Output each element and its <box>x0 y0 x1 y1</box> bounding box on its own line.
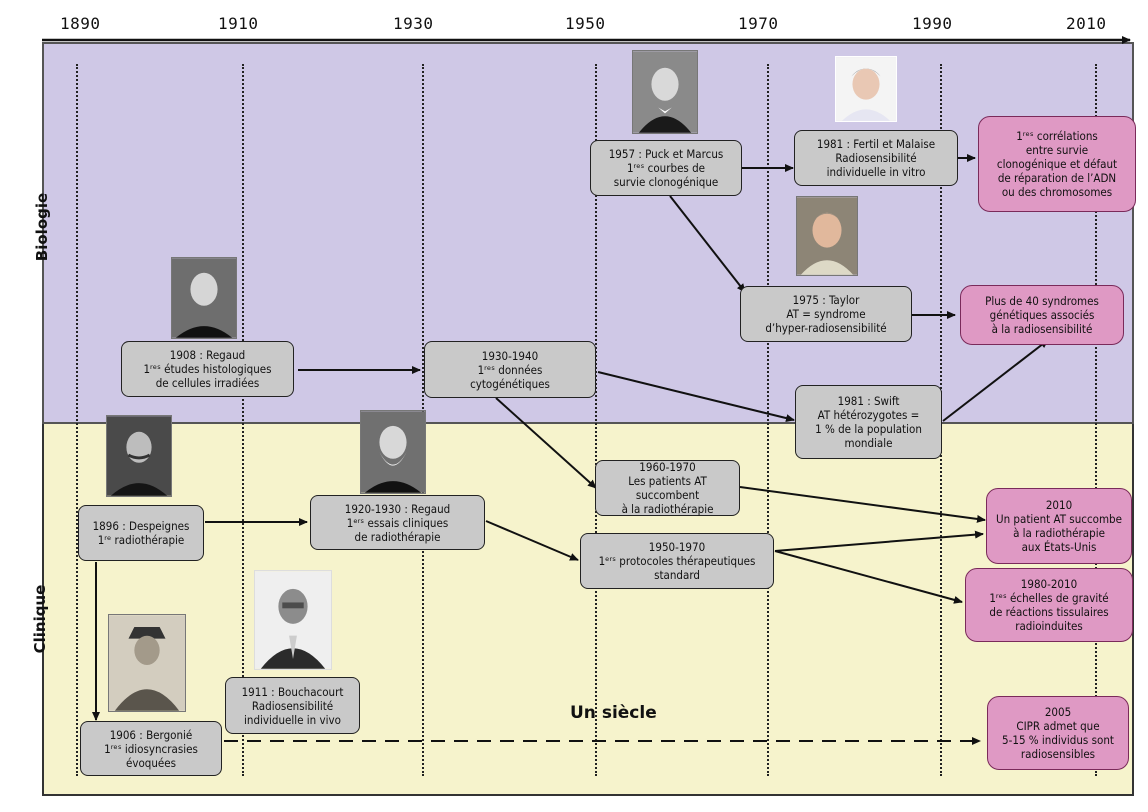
box-line: Plus de 40 syndromes <box>985 294 1099 308</box>
gridline-1910 <box>242 64 244 776</box>
box-line: Un patient AT succombe <box>996 512 1122 526</box>
event-echelles-1980: 1980-2010 1ʳᵉˢ échelles de gravité de ré… <box>965 568 1133 642</box>
event-fertil-malaise-1981: 1981 : Fertil et Malaise Radiosensibilit… <box>794 130 958 186</box>
box-line: 1ʳᵉˢ échelles de gravité <box>989 591 1109 605</box>
axis-year-1970: 1970 <box>738 14 779 33</box>
box-line: 1930-1940 <box>481 348 539 363</box>
box-line: cytogénétiques <box>470 376 550 391</box>
portrait-despeignes-photo <box>106 415 172 497</box>
box-line: 1920-1930 : Regaud <box>344 501 451 516</box>
box-line: 1896 : Despeignes <box>92 519 190 533</box>
box-line: mondiale <box>844 436 893 450</box>
box-line: 2005 <box>1044 705 1072 719</box>
box-line: individuelle in vivo <box>244 712 341 727</box>
box-line: à la radiosensibilité <box>991 322 1093 336</box>
portrait-bergonie-photo <box>108 614 186 712</box>
box-line: 1975 : Taylor <box>792 293 860 307</box>
event-puck-marcus-1957: 1957 : Puck et Marcus 1ʳᵉˢ courbes de su… <box>590 140 742 196</box>
box-line: génétiques associés <box>989 308 1095 322</box>
box-line: ou des chromosomes <box>1001 185 1113 199</box>
box-line: 2010 <box>1045 498 1073 512</box>
center-label: Un siècle <box>570 703 657 723</box>
gridline-1890 <box>76 64 78 776</box>
event-protocoles-1950: 1950-1970 1ᵉʳˢ protocoles thérapeutiques… <box>580 533 774 589</box>
box-line: 1950-1970 <box>648 540 706 554</box>
box-line: 1ᵉʳˢ essais cliniques <box>346 515 449 530</box>
box-line: survie clonogénique <box>613 175 719 189</box>
box-line: individuelle in vitro <box>826 165 926 179</box>
event-bergonie-1906: 1906 : Bergonié 1ʳᵉˢ idiosyncrasies évoq… <box>80 721 222 776</box>
box-line: standard <box>654 568 700 582</box>
event-bouchacourt-1911: 1911 : Bouchacourt Radiosensibilité indi… <box>225 677 360 734</box>
box-line: Les patients AT succombent <box>628 474 707 502</box>
box-line: 1957 : Puck et Marcus <box>608 147 724 161</box>
gridline-1970 <box>767 64 769 776</box>
box-line: 1981 : Fertil et Malaise <box>816 137 936 151</box>
box-line: d’hyper-radiosensibilité <box>765 321 887 335</box>
box-line: 1960-1970 <box>639 460 696 474</box>
box-line: 1ʳᵉˢ corrélations <box>1016 129 1098 143</box>
clinic-band <box>42 414 1134 796</box>
box-line: AT = syndrome <box>786 307 866 321</box>
box-line: entre survie <box>1025 143 1089 157</box>
event-cipr-2005: 2005 CIPR admet que 5-15 % individus son… <box>987 696 1129 770</box>
box-line: 5-15 % individus sont <box>1002 733 1114 747</box>
box-line: 1ʳᵉˢ idiosyncrasies <box>104 741 198 756</box>
box-line: 1ʳᵉˢ courbes de <box>626 161 706 175</box>
event-correlations: 1ʳᵉˢ corrélations entre survie clonogéni… <box>978 116 1136 212</box>
portrait-regaud-1908-photo <box>171 257 237 339</box>
gridline-1950 <box>595 64 597 776</box>
box-line: 1980-2010 <box>1020 577 1078 591</box>
event-us-2010: 2010 Un patient AT succombe à la radioth… <box>986 488 1132 564</box>
box-line: Radiosensibilité <box>835 151 917 165</box>
box-line: de cellules irradiées <box>155 376 260 390</box>
box-line: 1906 : Bergonié <box>109 727 193 742</box>
box-line: à la radiothérapie <box>621 502 714 516</box>
event-taylor-1975: 1975 : Taylor AT = syndrome d’hyper-radi… <box>740 286 912 342</box>
box-line: 1ᵉʳˢ protocoles thérapeutiques <box>598 554 756 568</box>
portrait-fertil-photo <box>835 56 897 122</box>
box-line: évoquées <box>125 755 177 770</box>
portrait-regaud-1920-photo <box>360 410 426 494</box>
box-line: 1908 : Regaud <box>169 348 246 362</box>
axis-year-1890: 1890 <box>60 14 101 33</box>
box-line: radiosensibles <box>1020 747 1096 761</box>
box-line: 1911 : Bouchacourt <box>241 684 344 699</box>
box-line: 1ʳᵉ radiothérapie <box>97 533 185 547</box>
axis-year-1910: 1910 <box>218 14 259 33</box>
event-swift-1981: 1981 : Swift AT hétérozygotes = 1 % de l… <box>795 385 942 459</box>
portrait-taylor-photo <box>796 196 858 276</box>
box-line: 1ʳᵉˢ études histologiques <box>143 362 272 376</box>
portrait-bouchacourt-photo <box>254 570 332 670</box>
axis-year-1950: 1950 <box>565 14 606 33</box>
event-despeignes-1896: 1896 : Despeignes 1ʳᵉ radiothérapie <box>78 505 204 561</box>
box-line: de réparation de l’ADN <box>997 171 1117 185</box>
portrait-puck-photo <box>632 50 698 134</box>
box-line: Radiosensibilité <box>251 698 334 713</box>
event-cytogenetic-1930: 1930-1940 1ʳᵉˢ données cytogénétiques <box>424 341 596 398</box>
box-line: aux États-Unis <box>1021 540 1097 554</box>
event-patients-at-1960: 1960-1970 Les patients AT succombent à l… <box>595 460 740 516</box>
box-line: 1ʳᵉˢ données <box>477 362 543 377</box>
box-line: AT hétérozygotes = <box>817 408 920 422</box>
box-line: de réactions tissulaires <box>989 605 1109 619</box>
axis-year-2010: 2010 <box>1066 14 1107 33</box>
box-line: de radiothérapie <box>354 529 441 544</box>
box-line: radioinduites <box>1015 619 1083 633</box>
event-regaud-1920: 1920-1930 : Regaud 1ᵉʳˢ essais cliniques… <box>310 495 485 550</box>
box-line: 1 % de la population <box>815 422 922 436</box>
axis-year-1990: 1990 <box>912 14 953 33</box>
axis-year-1930: 1930 <box>393 14 434 33</box>
gridline-2010 <box>1095 64 1097 776</box>
event-regaud-1908: 1908 : Regaud 1ʳᵉˢ études histologiques … <box>121 341 294 397</box>
box-line: 1981 : Swift <box>837 394 900 408</box>
box-line: CIPR admet que <box>1016 719 1100 733</box>
box-line: clonogénique et défaut <box>996 157 1118 171</box>
box-line: à la radiothérapie <box>1013 526 1105 540</box>
event-syndromes: Plus de 40 syndromes génétiques associés… <box>960 285 1124 345</box>
